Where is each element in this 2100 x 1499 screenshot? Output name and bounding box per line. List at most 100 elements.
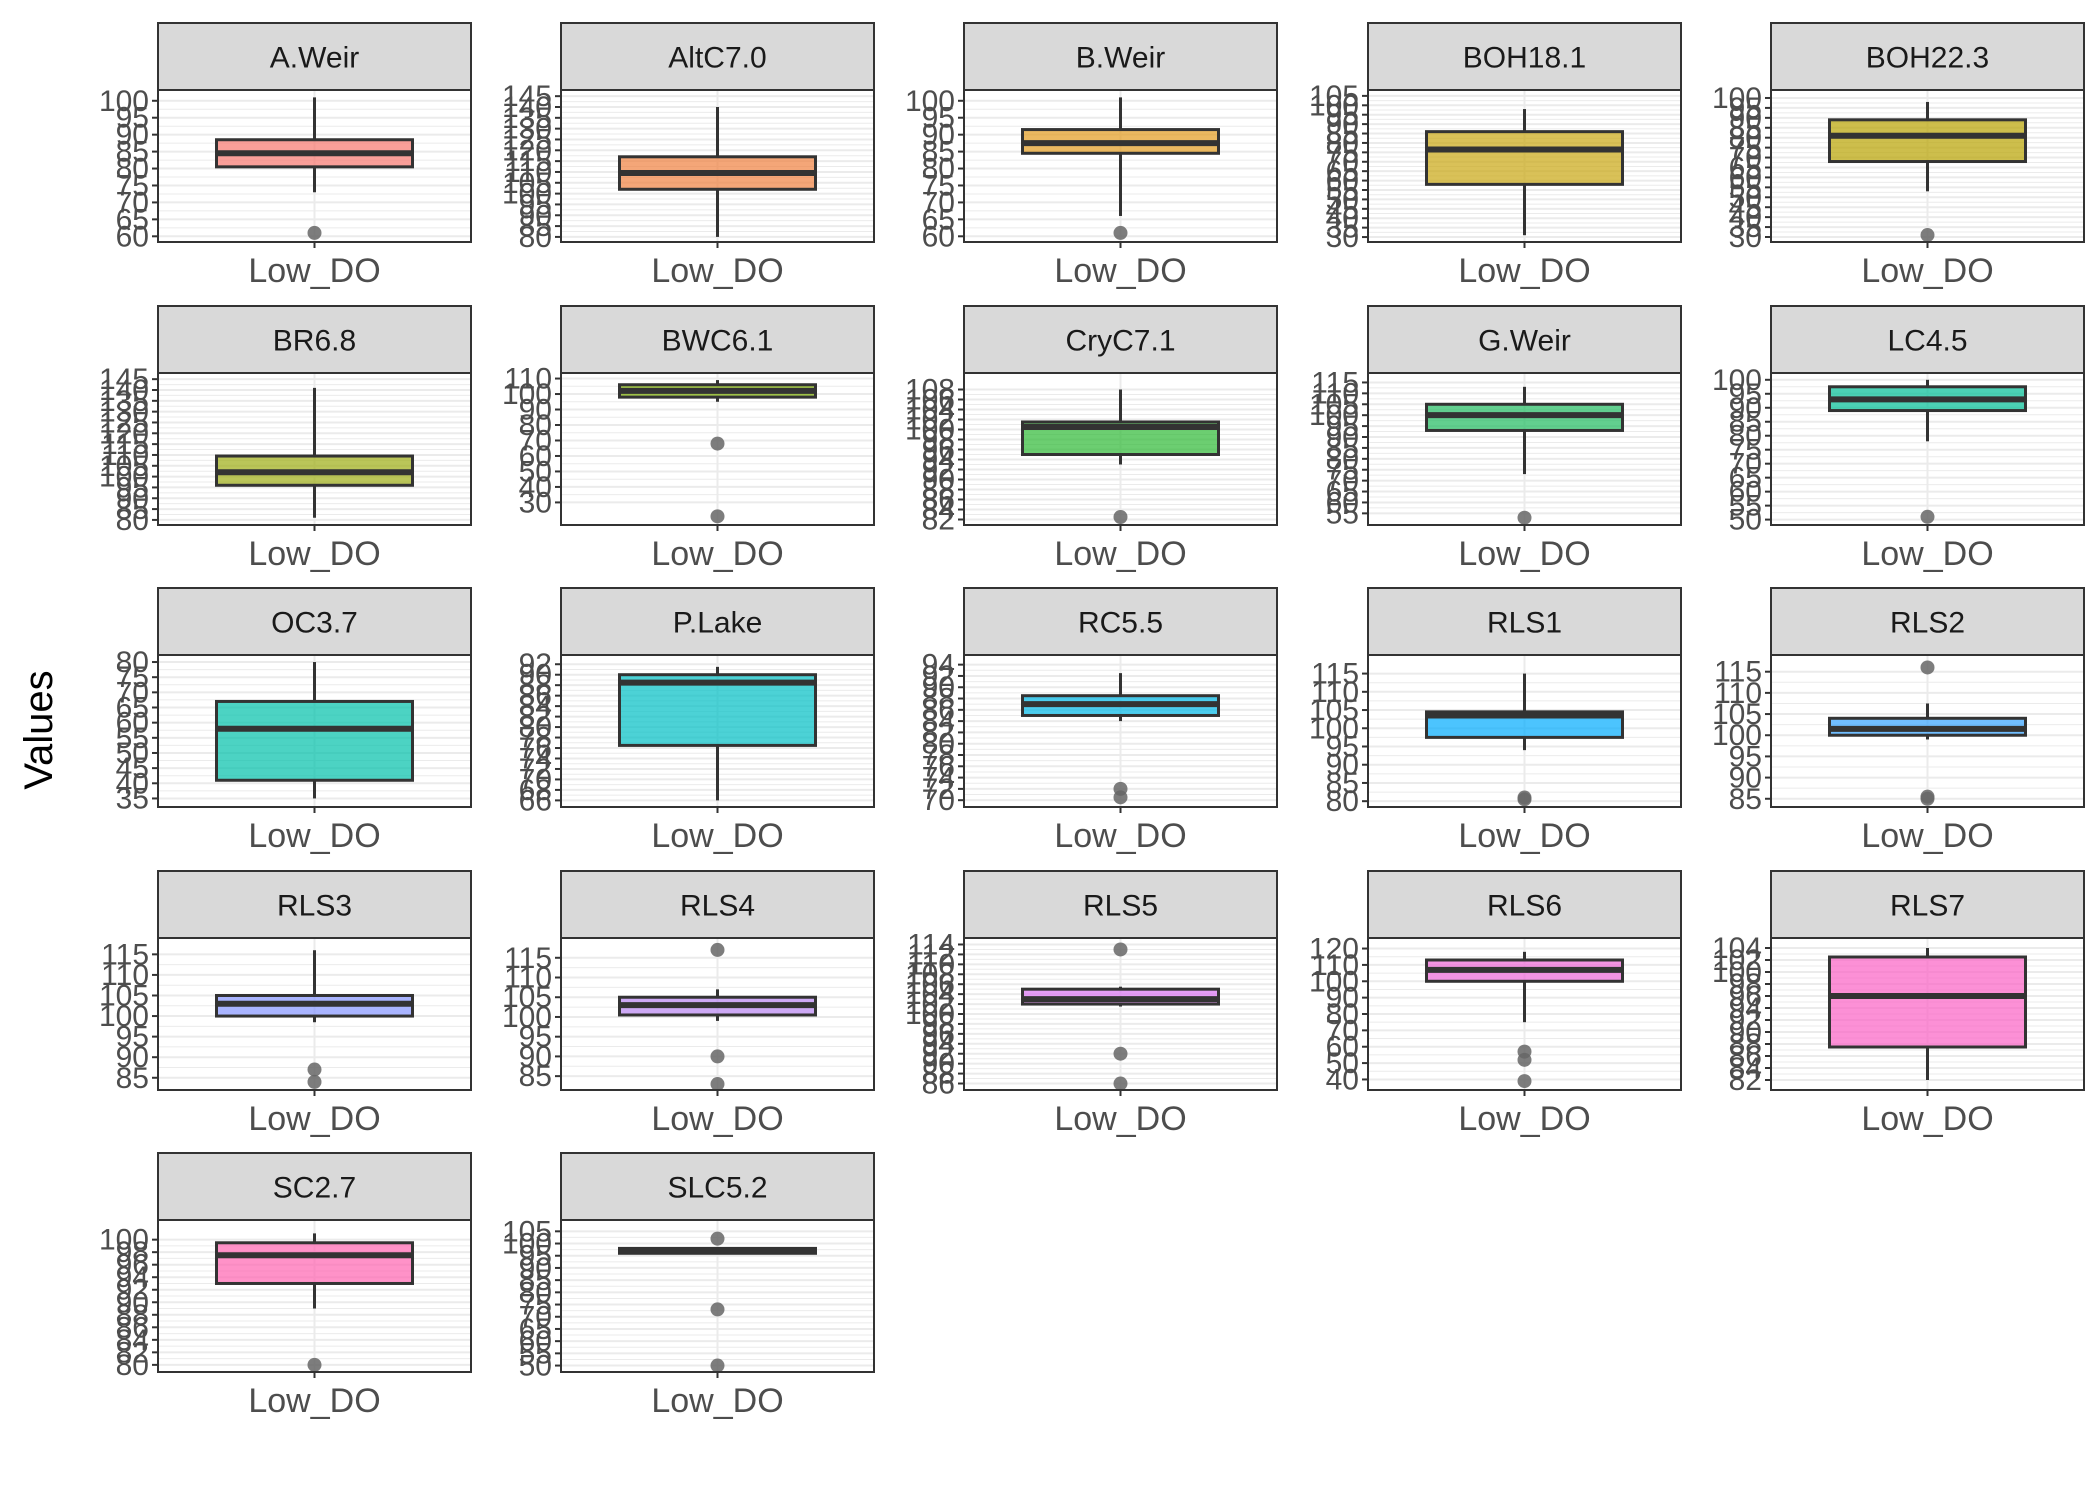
y-tick-label: 95 — [116, 102, 149, 135]
y-tick-label: 85 — [1326, 432, 1359, 465]
outlier-point — [710, 436, 725, 451]
y-tick-label: 30 — [1729, 221, 1762, 254]
y-tick-label: 98 — [1729, 968, 1762, 1001]
facet-panel: CryC7.1828486889092949698100102104106108… — [905, 305, 1278, 573]
y-tick-label: 120 — [1309, 933, 1359, 966]
y-tick-label: 76 — [922, 750, 955, 783]
y-tick-label: 86 — [519, 680, 552, 713]
y-tick-label: 80 — [1326, 785, 1359, 818]
y-tick-label: 70 — [1729, 448, 1762, 481]
facet-strip — [1367, 870, 1682, 939]
y-tick-label: 86 — [116, 1311, 149, 1344]
y-tick-label: 110 — [504, 363, 552, 396]
y-tick-label: 80 — [519, 711, 552, 744]
y-tick-label: 105 — [99, 450, 149, 483]
y-tick-label: 140 — [99, 374, 149, 407]
y-tick-label: 75 — [922, 169, 955, 202]
y-tick-label: 55 — [1326, 497, 1359, 530]
y-tick-label: 125 — [502, 123, 552, 156]
y-tick-label: 75 — [1326, 454, 1359, 487]
y-tick-label: 120 — [502, 134, 552, 167]
y-tick-label: 55 — [1729, 171, 1762, 204]
y-tick-label: 60 — [1326, 165, 1359, 198]
facet-strip-label: BOH22.3 — [1866, 42, 1989, 75]
y-tick-label: 110 — [101, 439, 149, 472]
y-tick-label: 100 — [1309, 712, 1359, 745]
facet-strip-label: BWC6.1 — [662, 325, 774, 358]
outlier-point — [710, 1049, 725, 1064]
y-axis-title: Values — [17, 670, 61, 789]
y-tick-label: 70 — [922, 784, 955, 817]
facet-strip — [157, 305, 472, 374]
y-tick-label: 130 — [502, 113, 552, 146]
y-tick-label: 90 — [116, 1286, 149, 1319]
y-tick-label: 95 — [1729, 92, 1762, 125]
y-tick-label: 60 — [1326, 486, 1359, 519]
y-tick-label: 60 — [1729, 476, 1762, 509]
y-tick-label: 85 — [1729, 406, 1762, 439]
y-tick-label: 100 — [99, 461, 149, 494]
y-tick-label: 100 — [502, 1228, 552, 1261]
y-tick-label: 92 — [922, 1038, 955, 1071]
y-tick-label: 105 — [1309, 388, 1359, 421]
facet-strip — [1770, 870, 2085, 939]
y-tick-label: 80 — [116, 646, 149, 679]
y-tick-label: 100 — [1309, 89, 1359, 122]
outlier-point — [307, 1062, 322, 1077]
y-tick-label: 55 — [519, 1337, 552, 1370]
facet-strip-label: RLS3 — [277, 890, 352, 923]
y-tick-label: 125 — [99, 406, 149, 439]
outlier-point — [1517, 1052, 1532, 1067]
y-tick-label: 115 — [101, 428, 149, 461]
facet-strip-label: G.Weir — [1478, 325, 1571, 358]
y-tick-label: 115 — [1311, 658, 1359, 691]
outlier-point — [710, 1077, 725, 1092]
y-tick-label: 80 — [519, 1276, 552, 1309]
y-tick-label: 94 — [922, 649, 955, 682]
y-tick-label: 88 — [922, 474, 955, 507]
y-tick-label: 98 — [922, 1008, 955, 1041]
facet-strip — [157, 1152, 472, 1221]
y-tick-label: 94 — [1729, 992, 1762, 1025]
y-tick-label: 92 — [116, 1274, 149, 1307]
y-tick-label: 100 — [1712, 364, 1762, 397]
y-tick-label: 35 — [116, 782, 149, 815]
box — [215, 699, 414, 782]
y-tick-label: 88 — [116, 1299, 149, 1332]
y-tick-label: 60 — [1326, 1031, 1359, 1064]
facet-strip — [1367, 587, 1682, 656]
y-tick-label: 90 — [1729, 102, 1762, 135]
y-tick-label: 100 — [1309, 965, 1359, 998]
facet-strip-label: CryC7.1 — [1065, 325, 1175, 358]
y-tick-label: 100 — [99, 1224, 149, 1257]
y-tick-label: 96 — [116, 1249, 149, 1282]
y-tick-label: 82 — [519, 701, 552, 734]
y-tick-label: 120 — [99, 417, 149, 450]
y-tick-label: 110 — [504, 962, 552, 995]
box — [1828, 118, 2027, 164]
x-tick-label: Low_DO — [651, 1100, 783, 1138]
box — [1425, 130, 1624, 186]
x-tick-label: Low_DO — [1458, 252, 1590, 290]
y-tick-label: 80 — [922, 728, 955, 761]
outlier-point — [710, 509, 725, 524]
outlier-point — [710, 1302, 725, 1317]
y-tick-label: 88 — [1729, 1028, 1762, 1061]
facet-strip-label: OC3.7 — [271, 607, 358, 640]
facet-panel: G.Weir556065707580859095100105110115Low_… — [1309, 305, 1682, 573]
y-tick-label: 95 — [519, 1240, 552, 1273]
y-tick-label: 70 — [1729, 142, 1762, 175]
y-tick-label: 70 — [519, 763, 552, 796]
y-tick-label: 84 — [116, 1324, 149, 1357]
y-tick-label: 70 — [922, 186, 955, 219]
y-tick-label: 90 — [922, 464, 955, 497]
y-tick-label: 70 — [1326, 146, 1359, 179]
y-tick-label: 110 — [1311, 949, 1359, 982]
y-tick-label: 110 — [101, 959, 149, 992]
